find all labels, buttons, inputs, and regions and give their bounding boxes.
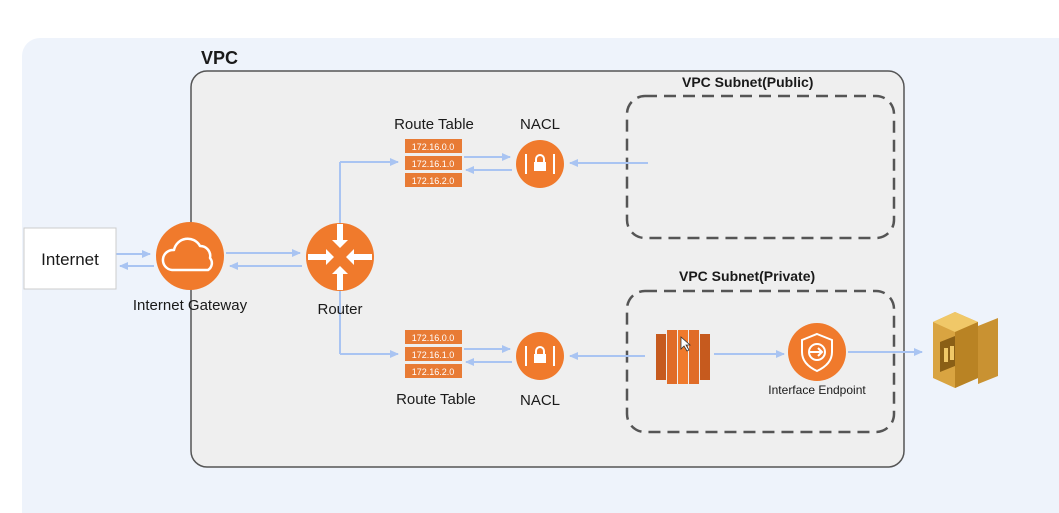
- interface-endpoint-node: Interface Endpoint: [768, 323, 866, 397]
- internet-gateway-node: Internet Gateway: [133, 222, 248, 314]
- route-entry: 172.16.2.0: [412, 367, 455, 377]
- nacl-top-label: NACL: [520, 116, 560, 133]
- sqs-queue-icon: [933, 312, 998, 388]
- router-node: Router: [306, 223, 374, 318]
- router-label: Router: [317, 301, 362, 318]
- cloud-icon: [161, 237, 214, 272]
- internet-label: Internet: [41, 250, 99, 269]
- route-entry: 172.16.1.0: [412, 159, 455, 169]
- nacl-bottom-label: NACL: [520, 392, 560, 409]
- route-table-top: Route Table 172.16.0.0 172.16.1.0 172.16…: [394, 116, 474, 187]
- public-subnet-label: VPC Subnet(Public): [682, 74, 813, 90]
- ec2-instance-icon: [656, 330, 710, 384]
- router-arrows-icon: [308, 224, 372, 290]
- cursor-icon: [680, 336, 692, 352]
- private-subnet-boundary: [625, 289, 896, 434]
- lock-icon: [525, 154, 555, 174]
- route-entry: 172.16.0.0: [412, 333, 455, 343]
- shield-arrow-icon: [801, 332, 833, 373]
- nacl-bottom-node: NACL: [516, 332, 564, 409]
- route-entry: 172.16.0.0: [412, 142, 455, 152]
- route-table-top-label: Route Table: [394, 116, 474, 133]
- nacl-top-node: NACL: [516, 116, 564, 188]
- private-subnet-label: VPC Subnet(Private): [679, 268, 815, 284]
- vpc-label: VPC: [201, 48, 238, 68]
- interface-endpoint-label: Interface Endpoint: [768, 383, 866, 397]
- route-entry: 172.16.2.0: [412, 176, 455, 186]
- lock-icon: [525, 346, 555, 366]
- route-table-bottom-label: Route Table: [396, 391, 476, 408]
- public-subnet-boundary: [625, 94, 896, 240]
- route-table-bottom: 172.16.0.0 172.16.1.0 172.16.2.0 Route T…: [396, 330, 476, 408]
- internet-gateway-label: Internet Gateway: [133, 297, 248, 314]
- internet-node: Internet: [23, 227, 117, 290]
- route-entry: 172.16.1.0: [412, 350, 455, 360]
